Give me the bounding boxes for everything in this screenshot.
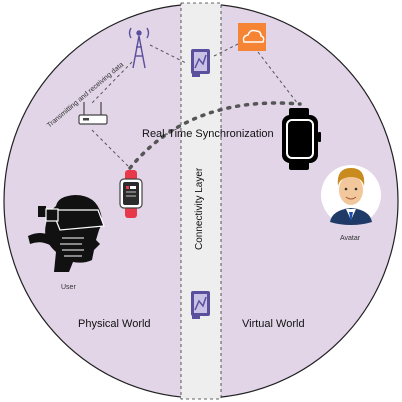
vr-headset-user-icon xyxy=(28,195,105,272)
router-watch-link xyxy=(91,129,129,167)
user-label: User xyxy=(61,284,76,291)
avatar-icon xyxy=(321,165,381,225)
smartwatch-icon xyxy=(119,170,143,218)
avatar-label: Avatar xyxy=(340,235,361,242)
physical-world-label: Physical World xyxy=(78,318,151,330)
connection-lines xyxy=(91,43,299,167)
gateway-cloud-link xyxy=(213,43,239,57)
connectivity-layer-label: Connectivity Layer xyxy=(194,167,205,250)
virtual-world-label: Virtual World xyxy=(242,318,305,330)
cell-tower-icon xyxy=(128,27,150,69)
real-time-sync-label: Real-Time Synchronization xyxy=(142,128,274,140)
cloud-watch-link xyxy=(257,51,299,105)
smartwatch-virtual-icon xyxy=(282,108,321,170)
gateway-device-icon xyxy=(191,49,210,77)
cloud-service-icon xyxy=(238,23,266,51)
tower-gateway-link xyxy=(149,44,187,64)
real-time-sync-arc xyxy=(128,101,302,170)
router-icon xyxy=(78,102,108,125)
gateway-device-icon-bottom xyxy=(191,291,210,319)
